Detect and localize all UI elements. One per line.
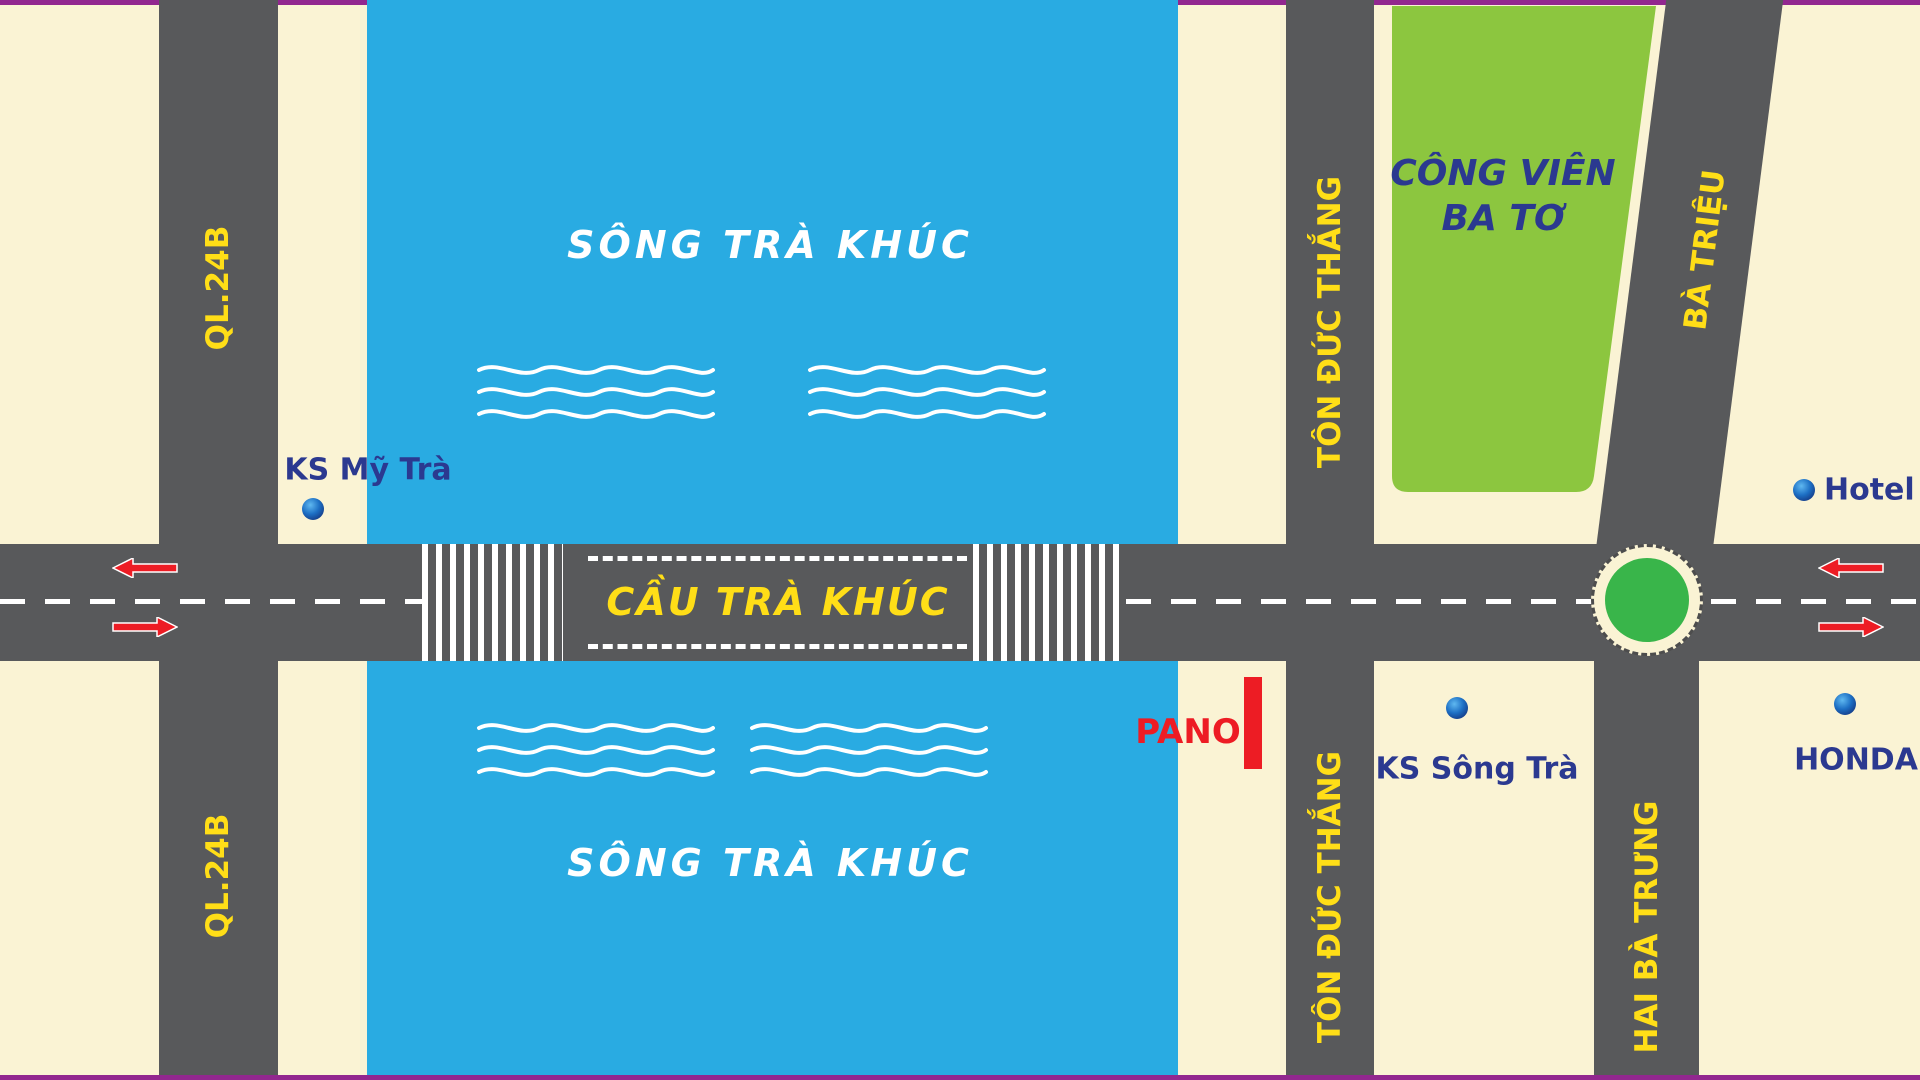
road-centerline-west bbox=[0, 599, 422, 604]
bridge-railing-west bbox=[422, 544, 563, 661]
poi-label-honda: HONDA bbox=[1794, 742, 1918, 778]
poi-label-ks-my-tra: KS Mỹ Trà bbox=[284, 452, 452, 488]
poi-marker-icon-honda bbox=[1834, 693, 1856, 715]
water-wave-icon bbox=[477, 723, 715, 777]
park-label-line2: BA TƠ bbox=[1441, 198, 1565, 239]
poi-label-hotel: Hotel bbox=[1824, 472, 1915, 508]
park-cong-vien-ba-to bbox=[1392, 6, 1656, 492]
poi-marker-icon-ks-song-tra bbox=[1446, 697, 1468, 719]
road-label-hai-ba-trung: HAI BÀ TRƯNG bbox=[1629, 800, 1665, 1054]
traffic-arrow-east-icon bbox=[112, 617, 178, 637]
poi-marker-icon-ks-my-tra bbox=[302, 498, 324, 520]
road-hai-ba-trung bbox=[1594, 661, 1699, 1080]
river-label-bottom: SÔNG TRÀ KHÚC bbox=[567, 841, 973, 885]
poi-marker-icon-hotel bbox=[1793, 479, 1815, 501]
road-label-ton-duc-thang-top: TÔN ĐỨC THẮNG bbox=[1312, 175, 1348, 469]
water-wave-icon bbox=[477, 365, 715, 419]
park-label: CÔNG VIÊN BA TƠ bbox=[1390, 151, 1615, 241]
roundabout-island bbox=[1605, 558, 1689, 642]
road-ql24b bbox=[159, 0, 278, 1080]
roundabout bbox=[1591, 544, 1703, 656]
water-wave-icon bbox=[808, 365, 1046, 419]
road-ton-duc-thang bbox=[1286, 0, 1374, 1080]
pano-label: PANO bbox=[1135, 712, 1241, 752]
bridge-railing-east bbox=[973, 544, 1126, 661]
river-label-top: SÔNG TRÀ KHÚC bbox=[567, 223, 973, 267]
road-label-ton-duc-thang-bottom: TÔN ĐỨC THẮNG bbox=[1312, 750, 1348, 1044]
river-song-tra-khuc bbox=[367, 0, 1178, 1080]
road-label-ql24b-top: QL.24B bbox=[200, 225, 236, 351]
bridge-deck-outline bbox=[588, 556, 967, 649]
bridge-label: CẦU TRÀ KHÚC bbox=[606, 580, 950, 624]
traffic-arrow-east-icon bbox=[1818, 617, 1884, 637]
road-label-ql24b-bottom: QL.24B bbox=[200, 813, 236, 939]
road-centerline-east bbox=[1126, 599, 1920, 604]
park-label-line1: CÔNG VIÊN bbox=[1390, 153, 1616, 194]
pano-billboard-marker bbox=[1244, 677, 1262, 769]
map-border-bottom bbox=[0, 1075, 1920, 1080]
traffic-arrow-west-icon bbox=[112, 558, 178, 578]
traffic-arrow-west-icon bbox=[1818, 558, 1884, 578]
poi-label-ks-song-tra: KS Sông Trà bbox=[1375, 751, 1579, 787]
water-wave-icon bbox=[750, 723, 988, 777]
